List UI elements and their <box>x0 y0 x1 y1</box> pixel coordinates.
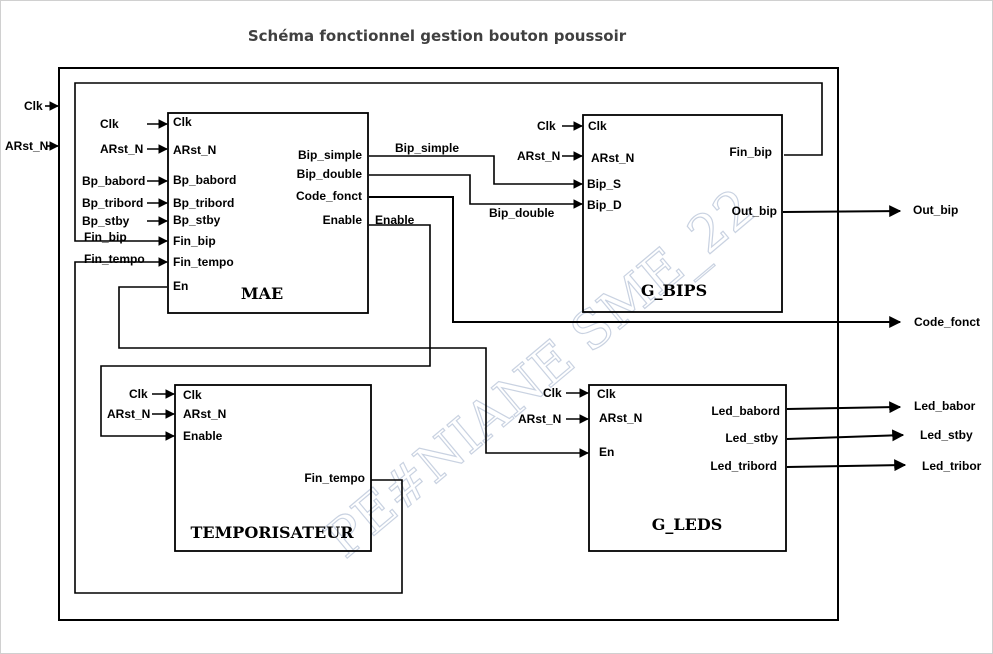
mae-port-arst: ARst_N <box>173 143 216 157</box>
mae-ext-fin-bip: Fin_bip <box>84 230 127 244</box>
mae-ext-fin-tempo: Fin_tempo <box>84 252 145 266</box>
mae-port-bip-double: Bip_double <box>297 167 363 181</box>
tempo-block <box>174 384 372 552</box>
mae-block-name: MAE <box>241 284 283 303</box>
gbips-port-fin-bip: Fin_bip <box>729 145 772 159</box>
gleds-ext-arst: ARst_N <box>518 412 561 426</box>
output-led-stby-label: Led_stby <box>920 428 973 442</box>
gleds-port-en: En <box>599 445 614 459</box>
wire-bip-double-label: Bip_double <box>489 206 555 220</box>
gbips-port-arst: ARst_N <box>591 151 634 165</box>
gleds-port-led-babord: Led_babord <box>711 404 780 418</box>
gbips-ext-clk: Clk <box>537 119 556 133</box>
gleds-port-arst: ARst_N <box>599 411 642 425</box>
wire-fin-bip <box>74 82 823 246</box>
wire-bip-simple <box>369 155 583 189</box>
output-led-tribor-label: Led_tribor <box>922 459 982 473</box>
output-led-babor-label: Led_babor <box>914 399 976 413</box>
mae-ext-bp-babord: Bp_babord <box>82 174 145 188</box>
gbips-port-bip-s: Bip_S <box>587 177 621 191</box>
gleds-port-clk: Clk <box>597 387 616 401</box>
watermark-text: PE#NIANE SME_22 <box>315 177 767 569</box>
mae-ext-bp-tribord: Bp_tribord <box>82 196 143 210</box>
tempo-ext-arst: ARst_N <box>107 407 150 421</box>
mae-ext-bp-stby: Bp_stby <box>82 214 130 228</box>
mae-ext-arst: ARst_N <box>100 142 143 156</box>
mae-port-fin-bip: Fin_bip <box>173 234 216 248</box>
gbips-ext-arst: ARst_N <box>517 149 560 163</box>
gbips-port-out-bip: Out_bip <box>732 204 777 218</box>
gleds-ext-clk: Clk <box>543 386 562 400</box>
wire-enable <box>100 224 431 441</box>
output-out-bip-label: Out_bip <box>913 203 958 217</box>
input-arst-label: ARst_N <box>5 139 48 153</box>
mae-port-enable: Enable <box>323 213 363 227</box>
mae-port-bip-simple: Bip_simple <box>298 148 362 162</box>
tempo-port-enable: Enable <box>183 429 223 443</box>
tempo-port-fin-tempo: Fin_tempo <box>304 471 365 485</box>
gleds-port-led-tribord: Led_tribord <box>710 459 777 473</box>
wire-code-fonct <box>369 196 902 328</box>
mae-port-bp-babord: Bp_babord <box>173 173 236 187</box>
gbips-port-bip-d: Bip_D <box>587 198 622 212</box>
gbips-block <box>582 114 783 313</box>
gleds-block <box>588 384 787 552</box>
tempo-port-clk: Clk <box>183 388 202 402</box>
tempo-block-name: TEMPORISATEUR <box>190 523 354 542</box>
wire-enable-label: Enable <box>375 213 415 227</box>
input-clk-label: Clk <box>24 99 43 113</box>
mae-port-bp-tribord: Bp_tribord <box>173 196 234 210</box>
wire-en-gleds <box>118 286 589 458</box>
mae-block <box>167 112 369 314</box>
tempo-ext-clk: Clk <box>129 387 148 401</box>
mae-port-en: En <box>173 279 188 293</box>
gbips-block-name: G_BIPS <box>641 281 707 300</box>
tempo-port-arst: ARst_N <box>183 407 226 421</box>
wire-fin-tempo <box>74 257 403 594</box>
mae-ext-clk: Clk <box>100 117 119 131</box>
output-out-bip-arrow <box>782 205 902 218</box>
mae-port-bp-stby: Bp_stby <box>173 213 221 227</box>
gbips-port-clk: Clk <box>588 119 607 133</box>
wire-bip-simple-label: Bip_simple <box>395 141 459 155</box>
output-led-babor-arrow <box>786 401 902 414</box>
output-led-tribor-arrow <box>786 459 907 472</box>
mae-port-fin-tempo: Fin_tempo <box>173 255 234 269</box>
gleds-port-led-stby: Led_stby <box>725 431 778 445</box>
gleds-block-name: G_LEDS <box>652 515 723 534</box>
mae-port-clk: Clk <box>173 115 192 129</box>
wire-bip-double <box>369 174 583 209</box>
diagram-title: Schéma fonctionnel gestion bouton pousso… <box>248 27 627 45</box>
output-led-stby-arrow <box>786 429 905 442</box>
output-code-fonct-label: Code_fonct <box>914 315 980 329</box>
mae-port-code-fonct: Code_fonct <box>296 189 362 203</box>
system-frame <box>58 67 839 621</box>
